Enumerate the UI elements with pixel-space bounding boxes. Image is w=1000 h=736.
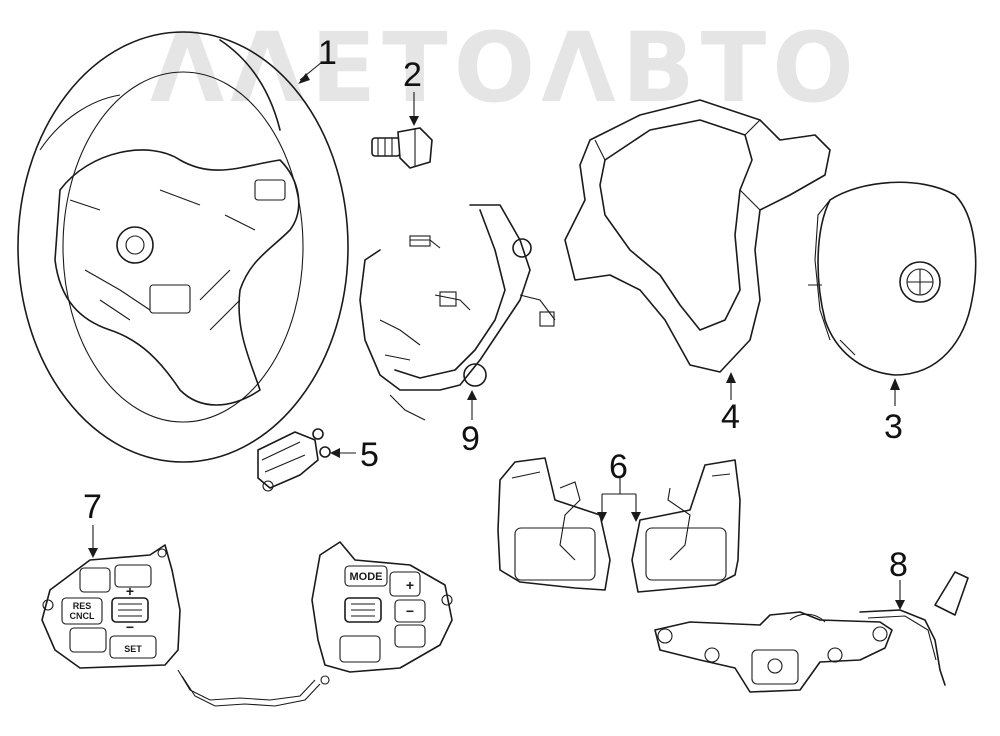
plus-right-label: + (406, 577, 414, 593)
set-button-label: SET (124, 644, 142, 654)
watermark-logo: ΛΛΕΤΟΛΒΤΟ (150, 12, 860, 124)
shift-paddles-part-6 (497, 457, 741, 593)
trim-cover-part-4 (564, 99, 831, 373)
arrowhead-7 (88, 548, 98, 558)
arrowhead-2 (409, 116, 419, 126)
minus-left-label: − (126, 619, 134, 635)
arrowhead-1 (298, 73, 310, 84)
minus-right-label: − (406, 603, 414, 619)
lower-trim-part-8 (654, 571, 969, 693)
plus-left-label: + (126, 583, 134, 599)
res-button-label: RES (73, 601, 92, 611)
arrowhead-6-left (597, 512, 607, 522)
arrowhead-8 (895, 600, 905, 610)
bolt-part-2 (371, 127, 433, 169)
arrowhead-6-right (631, 512, 641, 522)
callout-9: 9 (461, 420, 480, 458)
connector-part-5 (257, 428, 331, 492)
multifunction-switch-part-7 (41, 541, 453, 707)
callout-2: 2 (403, 56, 422, 94)
callout-5: 5 (360, 436, 379, 474)
steering-wheel-part-1 (17, 31, 349, 463)
arrowhead-5 (330, 448, 340, 458)
mode-button-label: MODE (350, 571, 383, 583)
callout-6: 6 (609, 448, 628, 486)
arrowhead-3 (890, 378, 900, 390)
callout-4: 4 (721, 398, 740, 436)
airbag-module-part-3 (808, 181, 977, 376)
wiring-harness-part-9 (359, 204, 556, 421)
cncl-button-label: CNCL (70, 611, 95, 621)
arrowhead-9 (467, 390, 477, 400)
arrowhead-4 (726, 372, 736, 383)
callout-1: 1 (318, 34, 337, 72)
callout-3: 3 (884, 408, 903, 446)
callout-7: 7 (83, 488, 102, 526)
callout-8: 8 (889, 546, 908, 584)
